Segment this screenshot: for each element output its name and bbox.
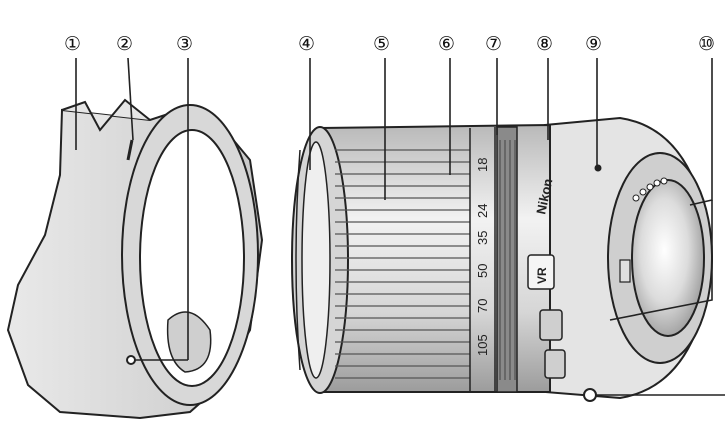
lens-brand-name: Nikon (533, 177, 555, 215)
focus-ring-highlight (295, 149, 301, 371)
callout-1: ① (64, 33, 81, 55)
focal-mark: 18 (475, 158, 490, 172)
mounting-index-dot (594, 164, 602, 172)
leader-lines (75, 57, 725, 396)
focal-mark: 35 (475, 231, 490, 245)
callout-4: ④ (298, 33, 315, 55)
focal-mark: 105 (475, 334, 490, 356)
focal-mark: 70 (475, 299, 490, 313)
extra-callout-point (583, 388, 597, 402)
vr-badge: VR (535, 267, 549, 284)
callout-numbers: ① ② ③ ④ ⑤ ⑥ ⑦ ⑧ ⑨ ⑩ (64, 33, 715, 55)
focal-mark: 50 (475, 264, 490, 278)
callout-10: ⑩ (698, 33, 715, 55)
zoom-ring-grip (335, 149, 470, 379)
leader-line-2 (127, 57, 134, 141)
callout-5: ⑤ (373, 33, 390, 55)
focal-length-scale: 18 24 35 50 70 105 (475, 158, 490, 356)
hood-notch (61, 98, 151, 132)
focus-ring (496, 126, 518, 393)
aperture-lever (619, 259, 631, 283)
hood-mount-dot (126, 355, 136, 365)
focal-mark: 24 (475, 204, 490, 218)
lens-body: 18 24 35 50 70 105 Nikon VR (291, 116, 714, 400)
front-ring-inner (301, 141, 331, 379)
leader-line-10b (609, 200, 713, 321)
af-switch (539, 309, 563, 341)
cpu-contacts (632, 177, 668, 202)
vr-switch (544, 349, 566, 379)
callout-8: ⑧ (536, 33, 553, 55)
lens-hood (6, 98, 264, 420)
callout-7: ⑦ (485, 33, 502, 55)
hood-index-mark (126, 139, 134, 161)
callout-2: ② (116, 33, 133, 55)
callout-9: ⑨ (585, 33, 602, 55)
hood-inner-tab (166, 311, 212, 373)
hood-inner-opening (139, 129, 245, 387)
callout-3: ③ (176, 33, 193, 55)
vr-badge-frame (527, 254, 555, 290)
focus-ring-grip (499, 140, 516, 380)
callout-6: ⑥ (438, 33, 455, 55)
rear-lens-element (631, 179, 705, 337)
